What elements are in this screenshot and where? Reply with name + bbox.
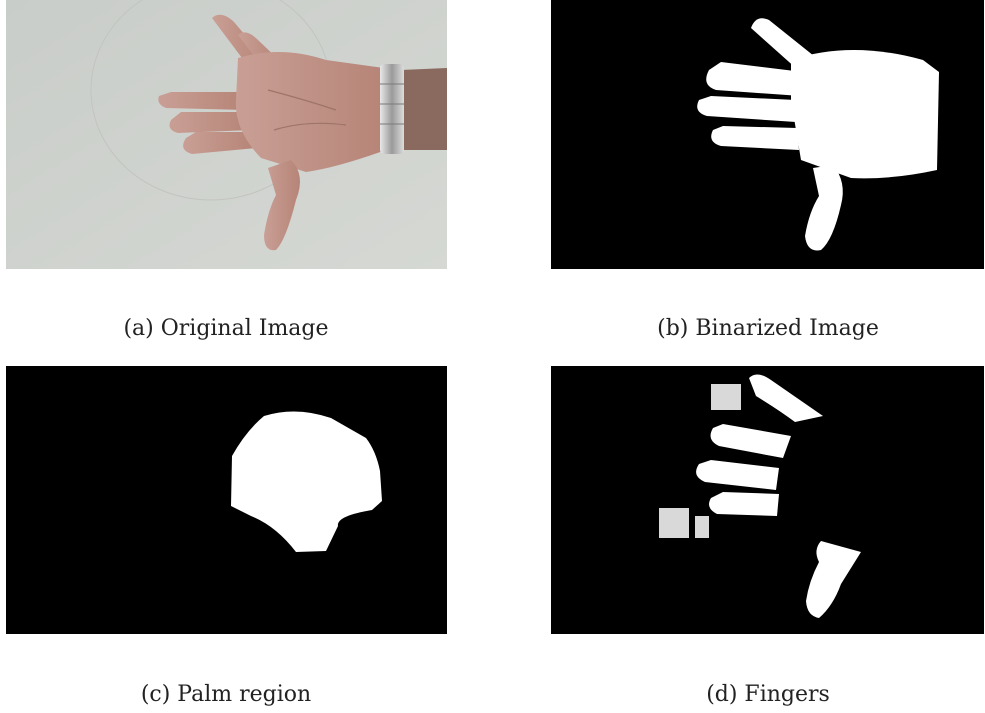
caption-c: (c) Palm region — [6, 682, 446, 707]
fingers-panel — [551, 366, 984, 634]
fingers-mask — [551, 366, 984, 634]
palm-region-mask — [6, 366, 447, 634]
caption-b: (b) Binarized Image — [548, 316, 985, 341]
binarized-image-panel — [551, 0, 984, 269]
caption-a: (a) Original Image — [6, 316, 446, 341]
caption-d: (d) Fingers — [548, 682, 985, 707]
original-hand-photo — [6, 0, 447, 269]
original-image-panel — [6, 0, 447, 269]
binarized-hand-mask — [551, 0, 984, 269]
palm-region-panel — [6, 366, 447, 634]
